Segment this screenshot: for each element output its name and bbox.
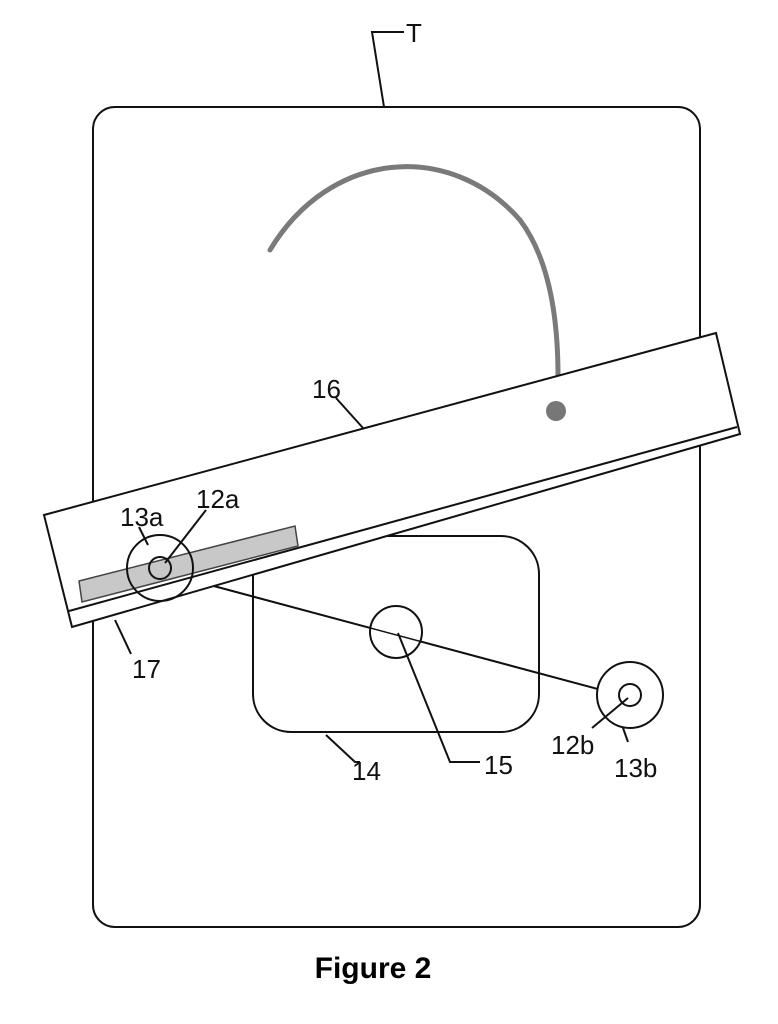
leader-16 <box>335 397 364 429</box>
leader-17 <box>114 619 132 655</box>
label-14: 14 <box>352 756 381 786</box>
leader-15 <box>397 632 480 763</box>
leader-13b <box>622 727 629 743</box>
label-13b: 13b <box>614 753 657 783</box>
label-15: 15 <box>484 750 513 780</box>
leader-14 <box>325 734 360 763</box>
label-12b: 12b <box>551 730 594 760</box>
pivot-15 <box>369 605 423 659</box>
leader-12a <box>164 509 207 564</box>
label-13a: 13a <box>120 502 164 532</box>
label-16: 16 <box>312 374 341 404</box>
grey-bar <box>78 525 299 603</box>
arc-path <box>267 164 561 379</box>
arm-dot <box>546 401 566 421</box>
leader-12b <box>591 697 629 729</box>
leader-T <box>370 31 404 108</box>
label-17: 17 <box>132 654 161 684</box>
connecting-line-over <box>209 584 651 704</box>
label-T: T <box>406 18 422 48</box>
edge-strip-17 <box>68 426 738 612</box>
figure-caption: Figure 2 <box>315 952 432 985</box>
hole-12a <box>148 556 172 580</box>
ring-13a <box>126 534 194 602</box>
leader-13a <box>138 526 149 546</box>
label-12a: 12a <box>196 484 240 514</box>
